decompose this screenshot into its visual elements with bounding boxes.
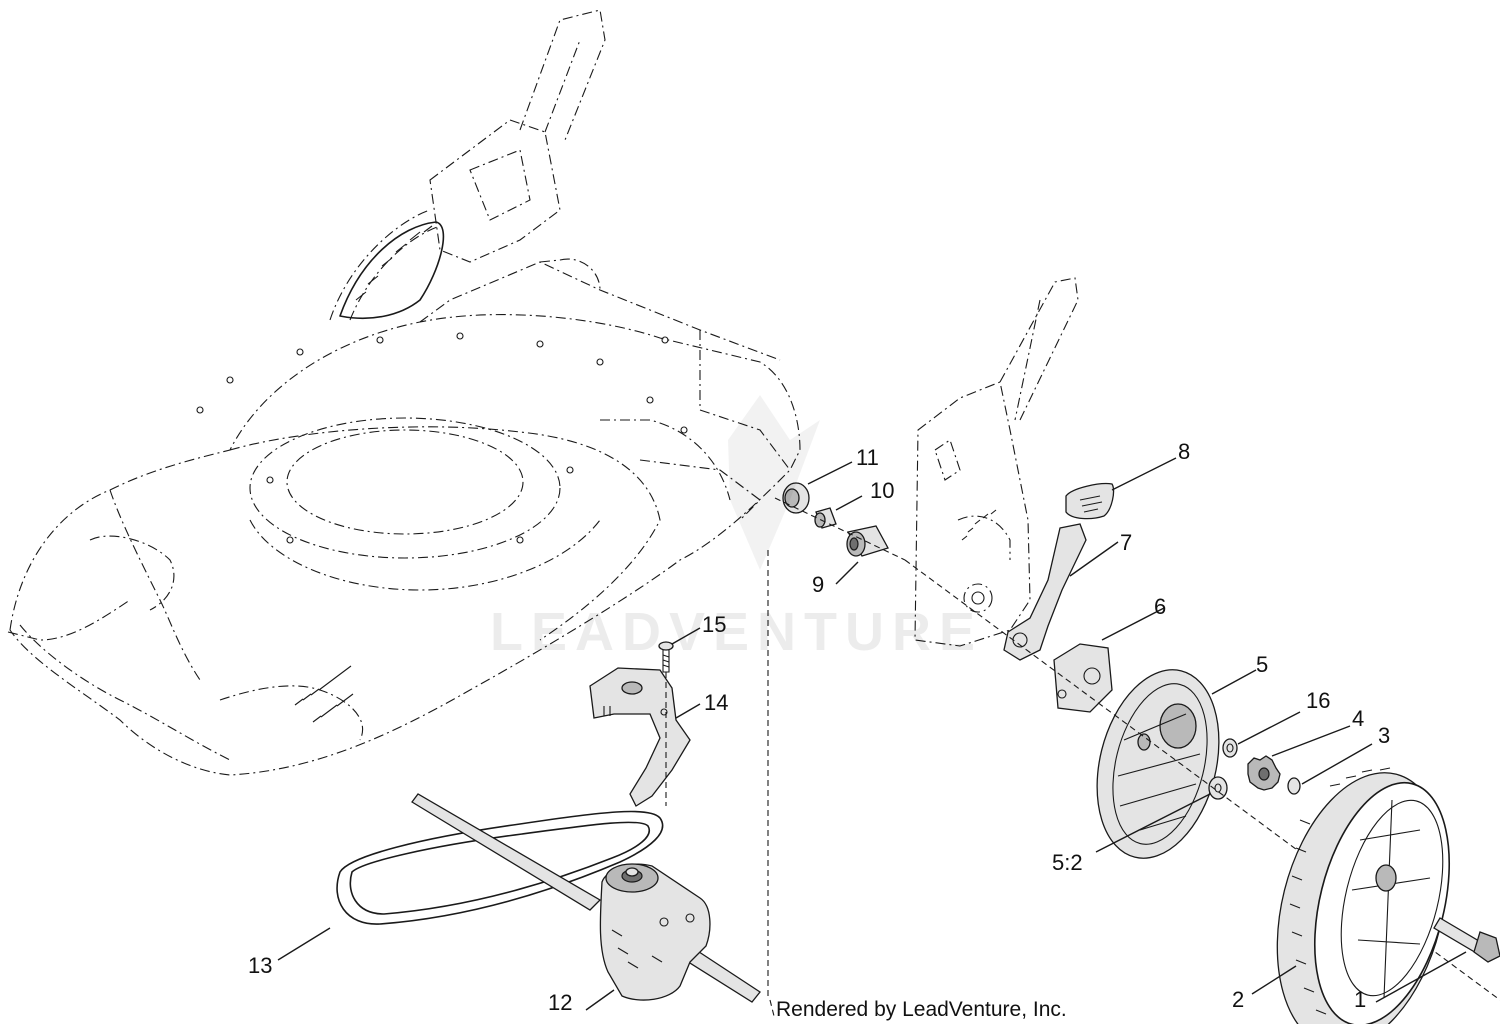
callout-labels: 11 10 9 8 7 6 5 16 4 3 5:2 15 14 13 12 2… [248,439,1390,1015]
credit-tick [769,999,775,1017]
part-14-bracket [589,667,691,807]
watermark-text: LEADVENTURE [490,602,983,662]
part-5-wheel-cover [1096,669,1220,859]
part-16-washer [1222,738,1238,758]
leader-lines [277,457,1467,1011]
callout-2: 2 [1232,987,1244,1012]
part-13-belt [336,810,664,925]
part-6-bracket [1053,643,1113,713]
mower-deck-phantom [7,9,801,776]
part-2-wheel [1276,767,1451,1024]
callout-5-2: 5:2 [1052,850,1083,875]
part-11-bearing [782,482,810,514]
callout-11: 11 [856,445,879,470]
render-credit: Rendered by LeadVenture, Inc. [776,998,1067,1021]
part-1-bolt [1433,917,1500,963]
callout-5: 5 [1256,652,1268,677]
part-3-retaining-ring [1287,777,1301,795]
callout-4: 4 [1352,706,1364,731]
part-9-bushing [846,525,889,557]
callout-8: 8 [1178,439,1190,464]
callout-15: 15 [702,612,726,637]
callout-13: 13 [248,953,272,978]
callout-9: 9 [812,572,824,597]
deck-vent-slots [294,665,354,723]
callout-16: 16 [1306,688,1330,713]
callout-14: 14 [704,690,728,715]
part-5-2-washer [1208,776,1228,800]
part-7-lever [1003,523,1087,661]
part-4-pinion-gear [1247,755,1281,791]
callout-7: 7 [1120,530,1132,555]
height-adjust-plate [914,277,1079,647]
axle-centerline-upper [774,497,906,561]
callout-10: 10 [870,478,894,503]
part-12-transmission [599,863,711,1001]
callout-1: 1 [1354,987,1366,1012]
part-8-knob [1065,482,1115,520]
rear-wheel-phantom [339,221,445,320]
leadventure-watermark: LEADVENTURE [490,395,983,662]
callout-6: 6 [1154,594,1166,619]
callout-3: 3 [1378,723,1390,748]
axle-centerline-lower [904,559,1500,1001]
callout-12: 12 [548,990,572,1015]
